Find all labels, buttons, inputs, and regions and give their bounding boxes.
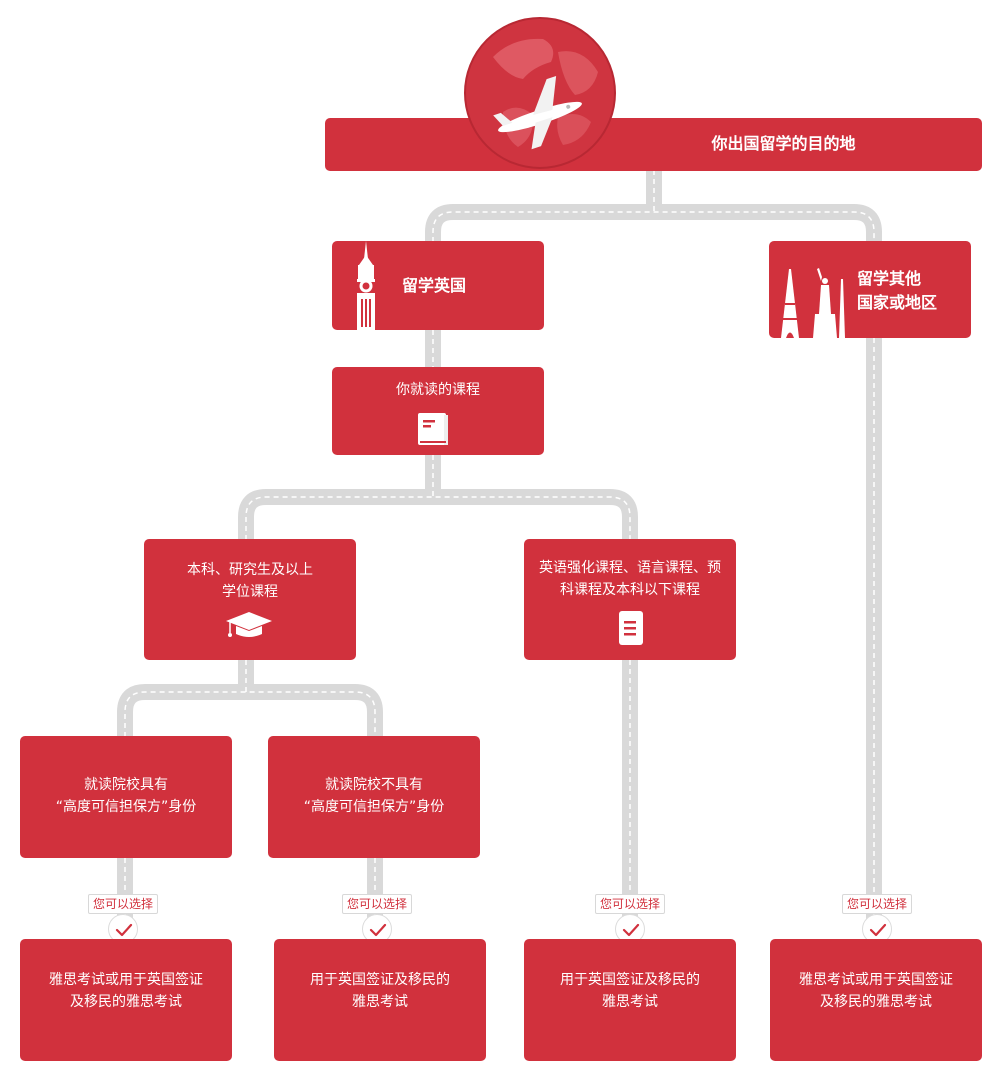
- other-title: 留学其他 国家或地区: [857, 269, 938, 312]
- other-box: 留学其他 国家或地区: [769, 241, 971, 338]
- book-icon: [418, 413, 448, 445]
- language-title: 英语强化课程、语言课程、预 科课程及本科以下课程: [539, 560, 721, 598]
- result-text-3: 用于英国签证及移民的 雅思考试: [560, 972, 700, 1010]
- result-box-4: 雅思考试或用于英国签证 及移民的雅思考试: [770, 939, 982, 1061]
- result-text-4: 雅思考试或用于英国签证 及移民的雅思考试: [799, 972, 953, 1010]
- eiffel-liberty-icon: [781, 268, 845, 338]
- choice-tag-3: 您可以选择: [594, 894, 666, 914]
- trusted-box: 就读院校具有 “高度可信担保方”身份: [20, 736, 232, 858]
- choice-tag-2: 您可以选择: [341, 894, 413, 914]
- document-icon: [619, 611, 643, 645]
- root-title: 你出国留学的目的地: [711, 134, 856, 153]
- globe-airplane-icon: [464, 17, 616, 169]
- degree-title: 本科、研究生及以上 学位课程: [187, 562, 313, 600]
- uk-box: 留学英国: [332, 241, 544, 330]
- untrusted-box: 就读院校不具有 “高度可信担保方”身份: [268, 736, 480, 858]
- result-text-1: 雅思考试或用于英国签证 及移民的雅思考试: [49, 972, 203, 1010]
- course-box: 你就读的课程: [332, 367, 544, 455]
- root-box: 你出国留学的目的地: [325, 118, 982, 171]
- result-box-1: 雅思考试或用于英国签证 及移民的雅思考试: [20, 939, 232, 1061]
- trusted-title: 就读院校具有 “高度可信担保方”身份: [55, 777, 197, 815]
- graduation-cap-icon: [226, 612, 272, 637]
- choice-tag-4: 您可以选择: [841, 894, 913, 914]
- choice-tag-1: 您可以选择: [87, 894, 159, 914]
- course-title: 你就读的课程: [396, 382, 480, 398]
- big-ben-icon: [357, 241, 375, 330]
- result-box-2: 用于英国签证及移民的 雅思考试: [274, 939, 486, 1061]
- result-text-2: 用于英国签证及移民的 雅思考试: [310, 972, 450, 1010]
- uk-title: 留学英国: [402, 276, 467, 295]
- road-split-top: [425, 204, 882, 242]
- language-box: 英语强化课程、语言课程、预 科课程及本科以下课程: [524, 539, 736, 660]
- road-split-degree: [117, 684, 383, 737]
- result-box-3: 用于英国签证及移民的 雅思考试: [524, 939, 736, 1061]
- degree-box: 本科、研究生及以上 学位课程: [144, 539, 356, 660]
- untrusted-title: 就读院校不具有 “高度可信担保方”身份: [303, 777, 445, 815]
- road-split-course: [238, 489, 638, 540]
